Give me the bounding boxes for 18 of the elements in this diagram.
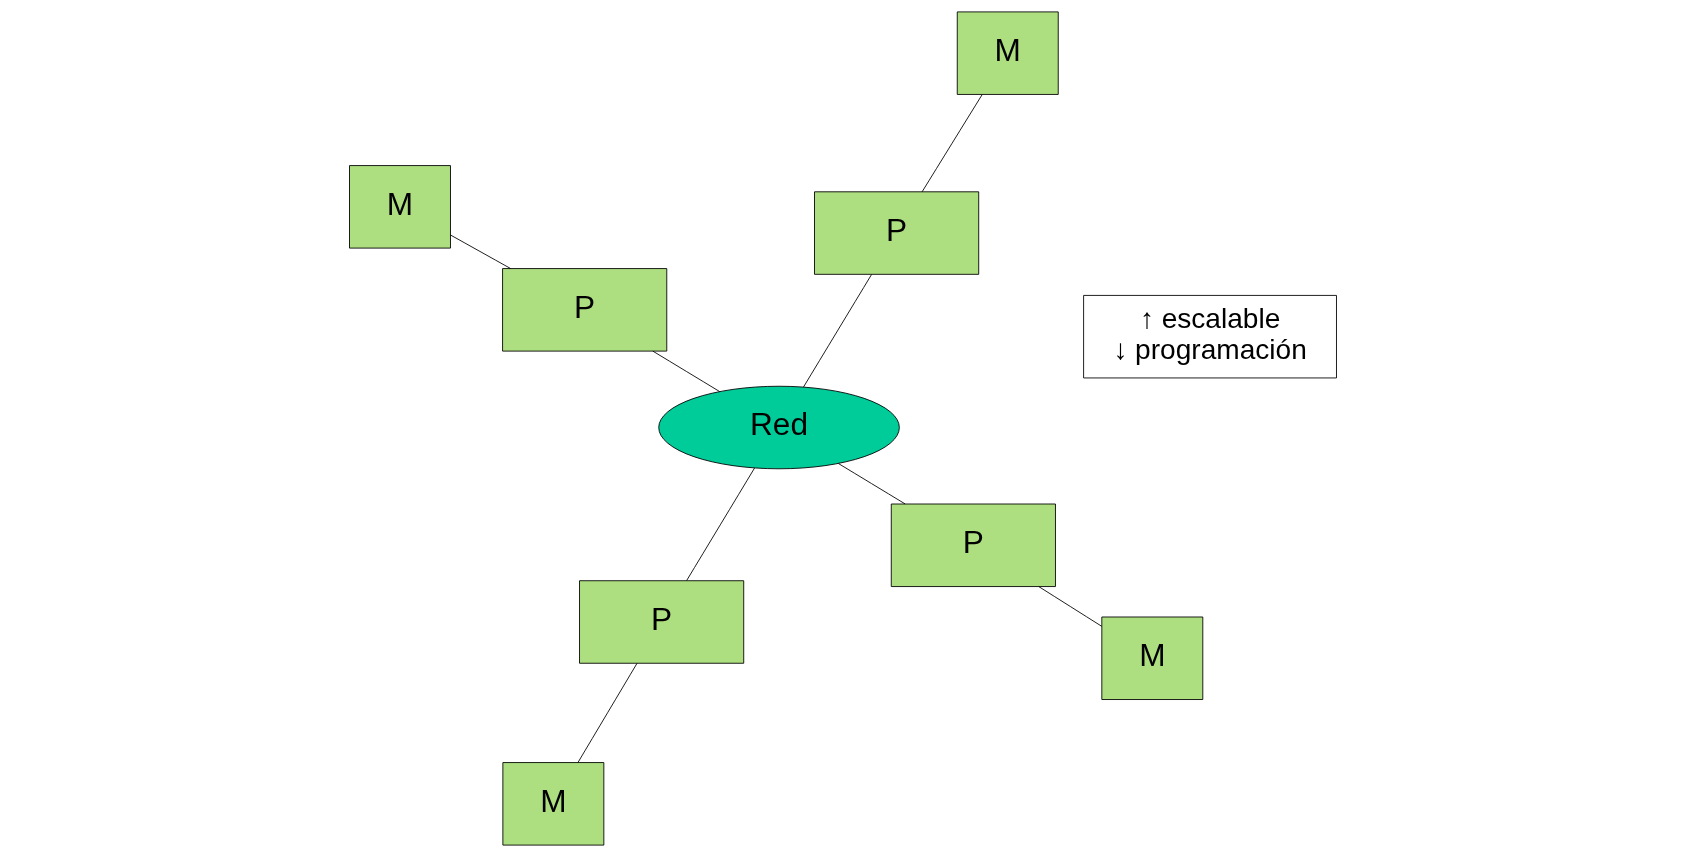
connector (685, 467, 755, 581)
connector (921, 94, 983, 193)
node-box: M (1100, 616, 1203, 700)
connector (837, 463, 906, 505)
node-box: P (813, 191, 979, 275)
node-box: P (578, 580, 744, 664)
node-box: ↑ escalable ↓ programación (1082, 294, 1337, 379)
node-box: P (890, 503, 1056, 587)
connector (802, 274, 872, 388)
node-box: M (956, 11, 1059, 95)
node-box: M (348, 165, 451, 249)
connector (651, 350, 720, 392)
node-box: P (501, 268, 667, 352)
node-ellipse: Red (657, 385, 900, 470)
node-box: M (501, 762, 604, 846)
connector (1037, 586, 1102, 627)
connector (449, 234, 511, 269)
connector (577, 662, 637, 763)
